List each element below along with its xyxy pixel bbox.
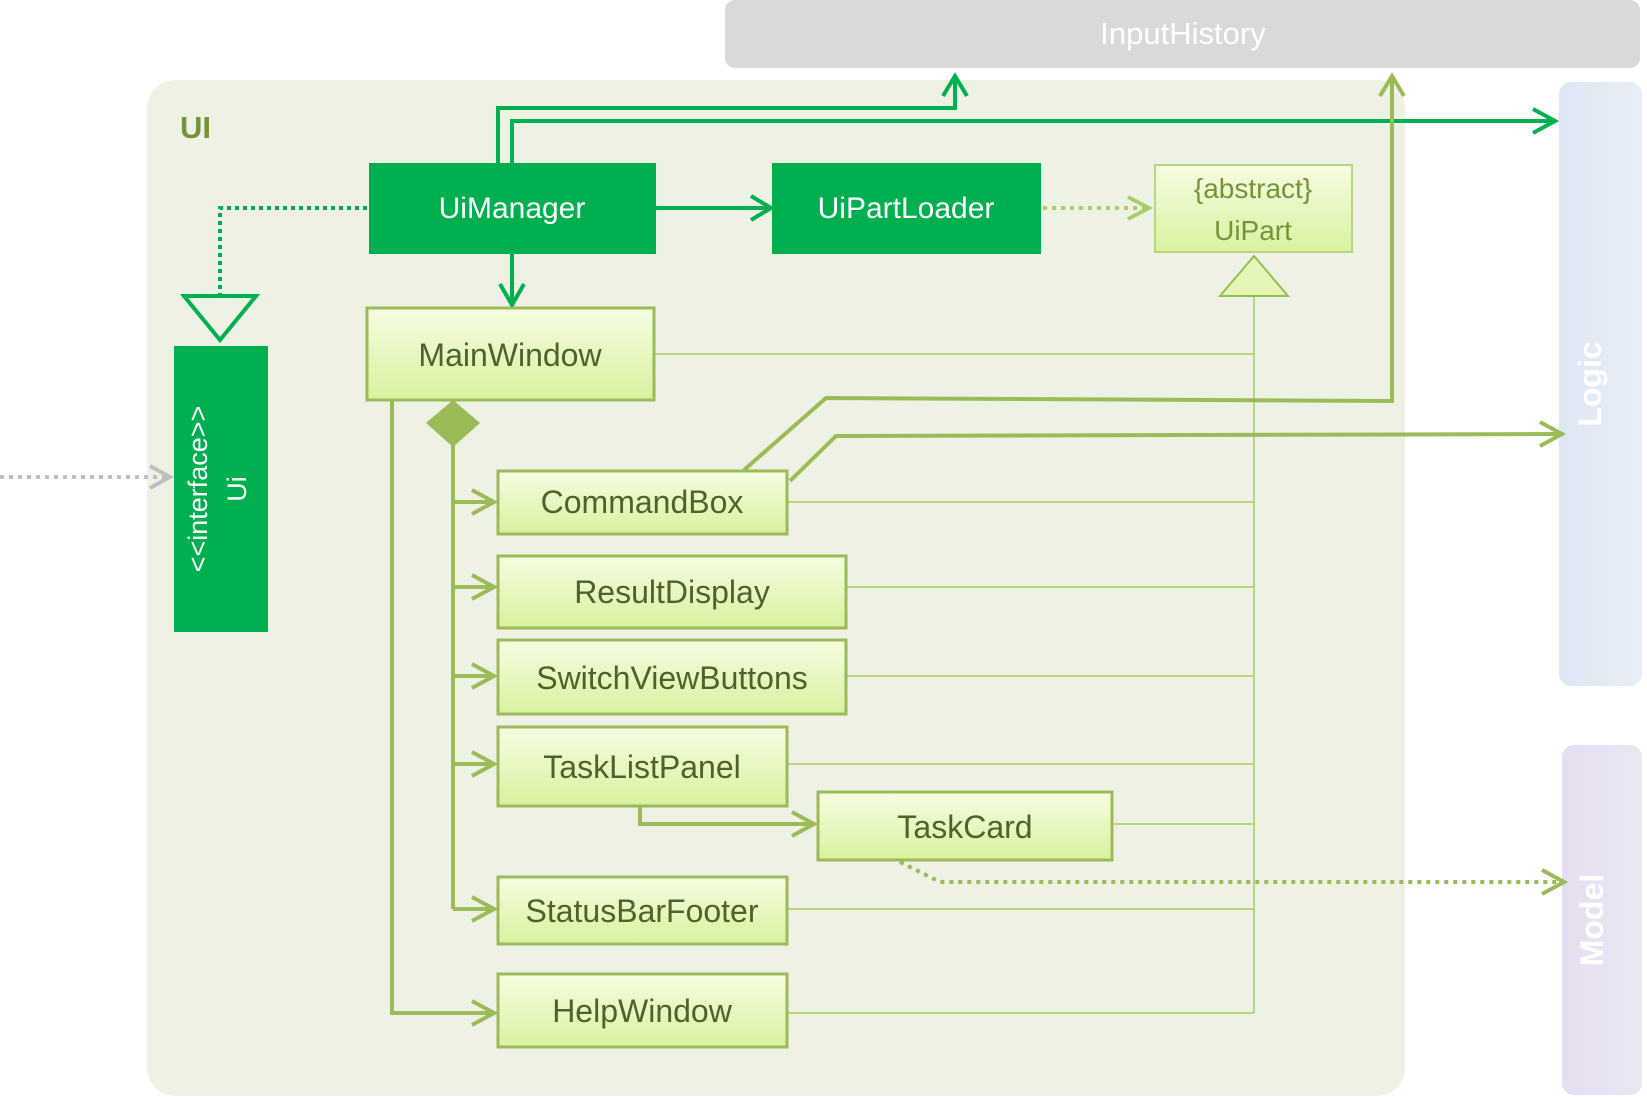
uimanager-arrows <box>496 72 1560 310</box>
taskcard-class[interactable]: TaskCard <box>816 790 1114 862</box>
resultdisplay-class[interactable]: ResultDisplay <box>496 554 848 630</box>
helpwindow-class[interactable]: HelpWindow <box>496 972 789 1049</box>
uimanager-label: UiManager <box>439 192 586 225</box>
commandbox-label: CommandBox <box>541 484 744 520</box>
commandbox-arrows <box>742 72 1567 483</box>
taskcard-label: TaskCard <box>897 809 1032 845</box>
external-dependency-to-ui <box>0 464 175 490</box>
interface-realization-triangle <box>179 294 261 344</box>
input-history-label: InputHistory <box>1100 16 1266 51</box>
model-label: Model <box>1574 874 1610 966</box>
statusbarfooter-class[interactable]: StatusBarFooter <box>496 875 789 946</box>
ui-interface-stereotype: <<interface>> <box>183 406 213 573</box>
resultdisplay-label: ResultDisplay <box>574 574 770 610</box>
realization-ui-interface <box>179 206 367 344</box>
dependency-loader-to-uipart <box>1043 195 1154 221</box>
switchviewbuttons-class[interactable]: SwitchViewButtons <box>496 638 848 716</box>
model-box: Model <box>1562 745 1642 1095</box>
ui-interface-class[interactable]: <<interface>> Ui <box>174 346 268 632</box>
logic-box: Logic <box>1559 82 1642 686</box>
inheritance-connectors <box>654 296 1255 1014</box>
uimanager-class[interactable]: UiManager <box>369 163 656 254</box>
helpwindow-label: HelpWindow <box>552 993 733 1029</box>
uipartloader-class[interactable]: UiPartLoader <box>772 163 1041 254</box>
statusbarfooter-label: StatusBarFooter <box>526 893 759 929</box>
ui-interface-name: Ui <box>222 476 252 502</box>
tasklistpanel-label: TaskListPanel <box>543 749 740 785</box>
input-history-box: InputHistory <box>725 0 1640 68</box>
mainwindow-label: MainWindow <box>418 337 602 373</box>
ui-package-title: UI <box>180 110 211 145</box>
uipart-stereotype: {abstract} <box>1194 173 1312 204</box>
composition-diamond <box>426 400 480 447</box>
mainwindow-class[interactable]: MainWindow <box>365 306 656 402</box>
logic-label: Logic <box>1572 341 1608 426</box>
uipart-inheritance-triangle <box>1217 254 1291 297</box>
uipart-class[interactable]: {abstract} UiPart <box>1154 164 1353 253</box>
switchviewbuttons-label: SwitchViewButtons <box>536 660 808 696</box>
mainwindow-composition <box>390 400 819 1027</box>
uipartloader-label: UiPartLoader <box>818 192 995 225</box>
commandbox-class[interactable]: CommandBox <box>496 469 789 536</box>
tasklistpanel-class[interactable]: TaskListPanel <box>496 725 789 808</box>
uipart-label: UiPart <box>1214 215 1292 246</box>
taskcard-to-model-dependency <box>899 860 1569 896</box>
